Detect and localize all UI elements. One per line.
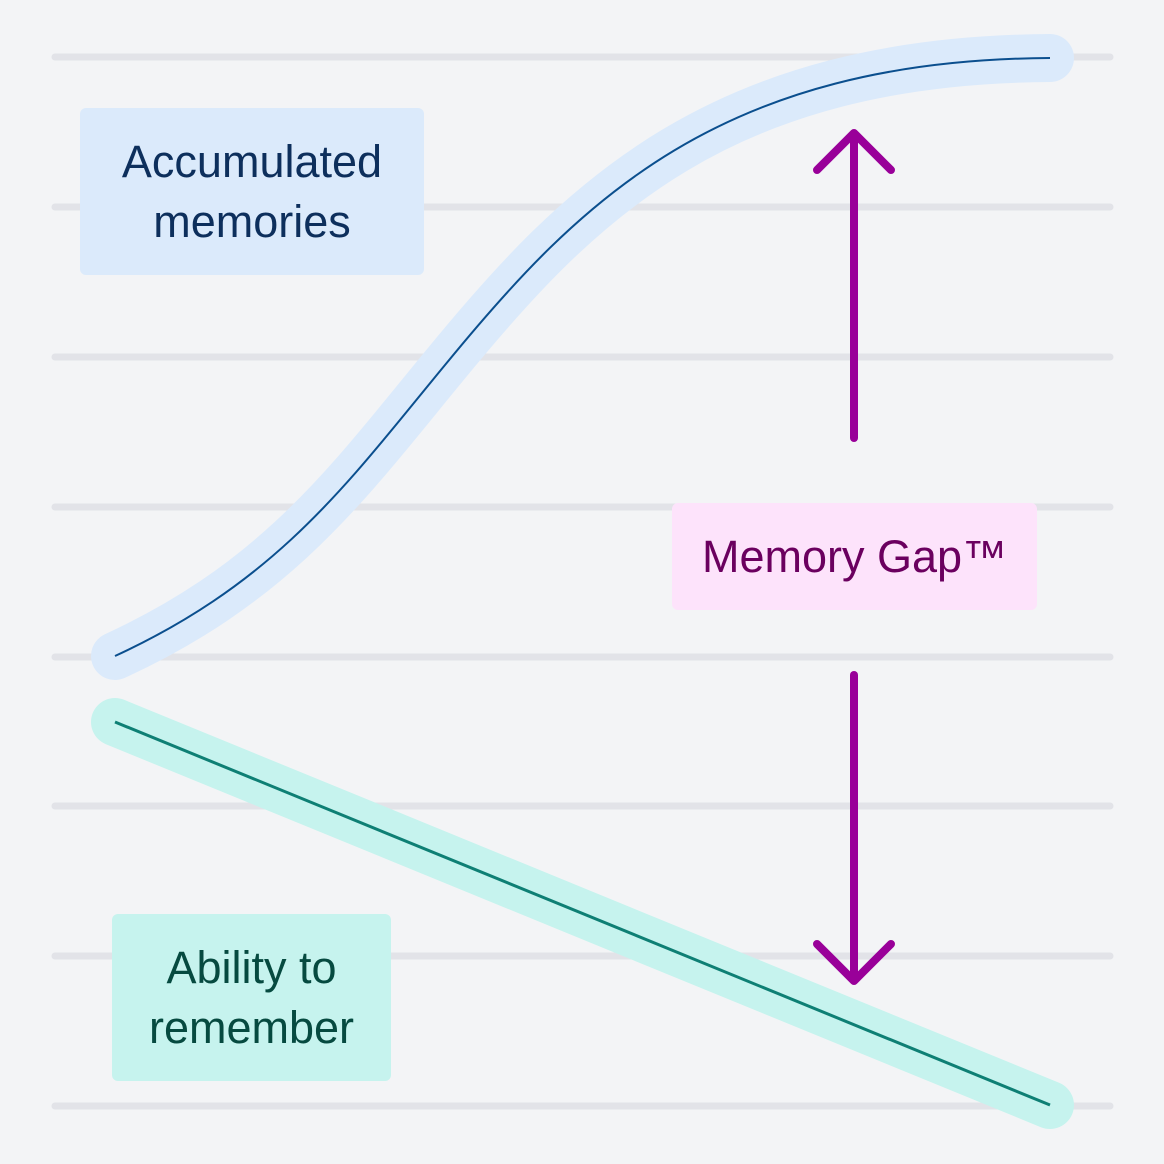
- accumulated-memories-curve: [114, 57, 1051, 657]
- accumulated-memories-label: Accumulated memories: [80, 108, 424, 275]
- ability-to-remember-label: Ability to remember: [112, 914, 391, 1081]
- ability-to-remember-line: [114, 720, 1051, 1107]
- label-line: Accumulated: [121, 135, 383, 187]
- memory-gap-label: Memory Gap™: [672, 503, 1037, 610]
- label-line: memories: [153, 195, 351, 247]
- arrow-up-head-icon: [813, 129, 895, 174]
- arrow-down-head-icon: [813, 940, 895, 985]
- label-line: remember: [148, 1001, 355, 1053]
- label-line: Ability to: [166, 941, 337, 993]
- label-text: Memory Gap™: [701, 530, 1008, 582]
